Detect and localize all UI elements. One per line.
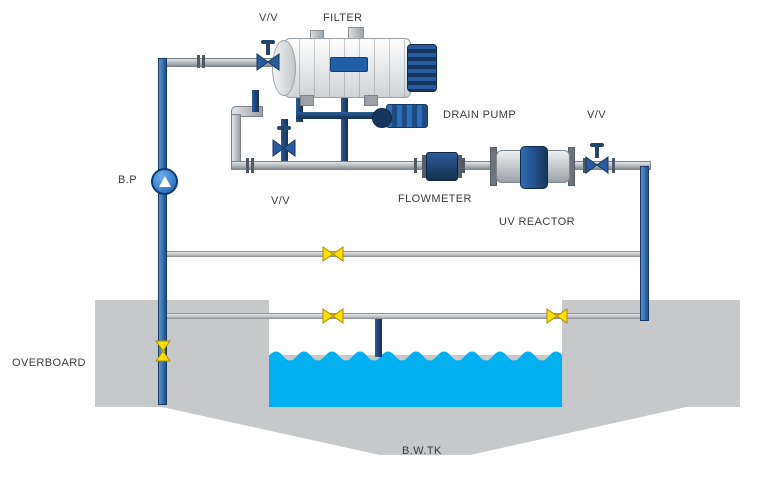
transfer-pipe-lower	[162, 313, 647, 319]
filter-motor	[407, 44, 437, 92]
drain-pump-motor	[386, 104, 428, 128]
flange	[422, 155, 426, 178]
label-valve-right: V/V	[587, 109, 606, 121]
label-valve-top: V/V	[259, 12, 278, 24]
valve-icon-drain	[271, 124, 297, 158]
flange	[583, 158, 586, 173]
water-surface-icon	[269, 351, 563, 407]
butterfly-valve-icon	[322, 246, 344, 262]
overboard-riser-pipe	[158, 58, 167, 405]
flange	[197, 55, 200, 68]
tank-fill-pipe	[375, 319, 382, 357]
label-uv-reactor: UV REACTOR	[499, 216, 575, 228]
ballast-pump	[151, 168, 178, 195]
label-drain-pump: DRAIN PUMP	[443, 109, 517, 121]
drain-pump-suction-pipe	[296, 112, 392, 119]
pump-arrow-icon	[159, 176, 171, 187]
bypass-valve-pipe	[281, 119, 288, 166]
label-ballast-tank: B.W.TK	[402, 445, 442, 457]
valve-icon-inlet	[255, 38, 281, 72]
butterfly-valve-icon	[546, 308, 568, 324]
label-overboard: OVERBOARD	[12, 357, 86, 369]
label-flowmeter: FLOWMETER	[398, 193, 472, 205]
flange	[202, 55, 205, 68]
butterfly-valve-icon	[322, 308, 344, 324]
filter-logo	[330, 57, 368, 72]
flange	[251, 158, 254, 173]
tank-supply-downpipe	[640, 166, 649, 321]
flange	[462, 158, 465, 173]
valve-icon-outlet	[584, 141, 610, 175]
drain-pump	[372, 96, 428, 130]
flange	[458, 155, 462, 178]
uv-reactor-core	[520, 146, 548, 189]
tank-opening	[269, 300, 562, 355]
flowmeter	[422, 152, 462, 181]
transfer-pipe-upper	[162, 251, 647, 257]
filter-saddle	[364, 95, 378, 106]
filter-outlet-riser	[231, 114, 241, 168]
flange	[612, 158, 615, 173]
label-valve-mid: V/V	[271, 195, 290, 207]
label-ballast-pump: B.P	[118, 174, 137, 186]
overboard-valve-icon	[152, 340, 174, 362]
drain-pump-volute	[372, 108, 392, 128]
filter-vessel	[272, 27, 437, 108]
filter-center-drop-pipe	[341, 94, 348, 166]
flange	[246, 158, 249, 173]
flange	[414, 158, 417, 173]
filter-dome-drop-pipe	[252, 90, 259, 112]
filter-outlet-elbow	[231, 106, 263, 117]
uv-reactor	[496, 146, 570, 189]
label-filter: FILTER	[323, 12, 363, 24]
filter-saddle	[300, 95, 314, 106]
ballast-water	[269, 344, 563, 407]
filter-drain-drop-pipe	[296, 94, 303, 122]
